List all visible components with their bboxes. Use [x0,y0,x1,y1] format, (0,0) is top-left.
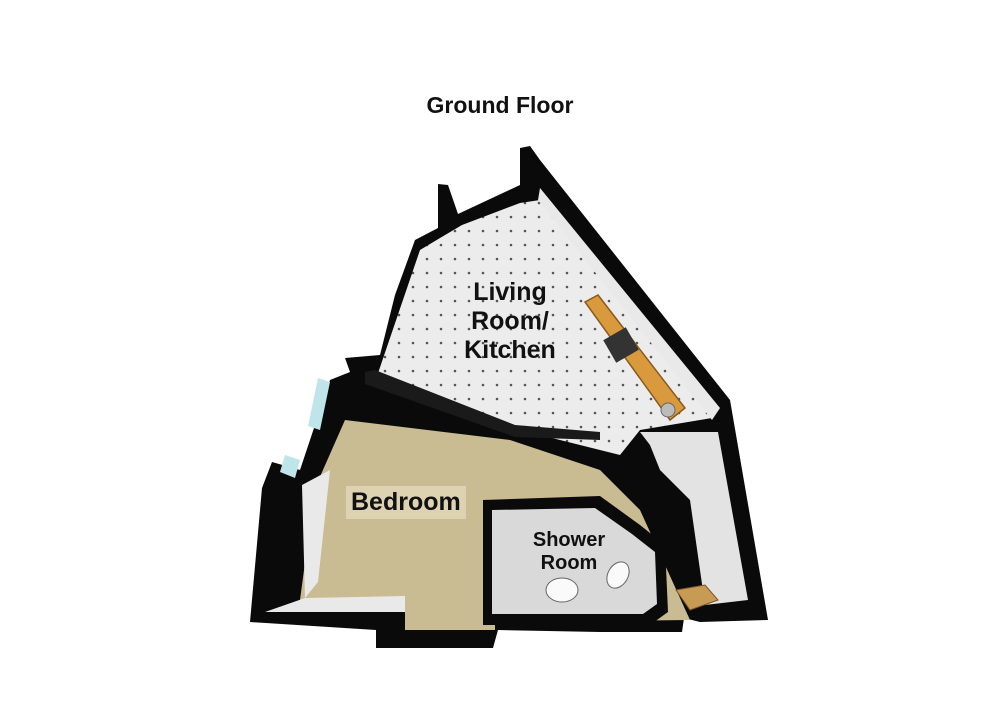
toilet-icon [606,561,630,589]
wall-face-living-right [538,188,720,420]
wall-face-left [302,470,330,598]
shower-room-label-line1: Shower [532,529,606,551]
living-room-label: Living Room/ Kitchen [430,278,590,364]
living-floor [375,200,712,455]
hallway-floor [640,432,748,605]
window-bay [308,378,330,430]
kitchen-counter [583,294,687,422]
wall-face-bottom [265,596,405,612]
door-mat [675,584,719,611]
living-room-label-line1: Living [473,278,547,306]
shower-room-label: Shower Room [514,529,624,575]
bedroom-label: Bedroom [346,486,466,519]
internal-wall [365,370,600,440]
window-left [280,455,300,478]
living-room-label-line2: Room/ [471,306,549,335]
sink-icon [660,402,676,418]
shower-room-label-line2: Room [540,552,598,574]
hob-icon [603,327,639,363]
living-room-label-line3: Kitchen [464,335,556,364]
floor-title: Ground Floor [426,92,574,118]
basin-icon [545,577,579,603]
